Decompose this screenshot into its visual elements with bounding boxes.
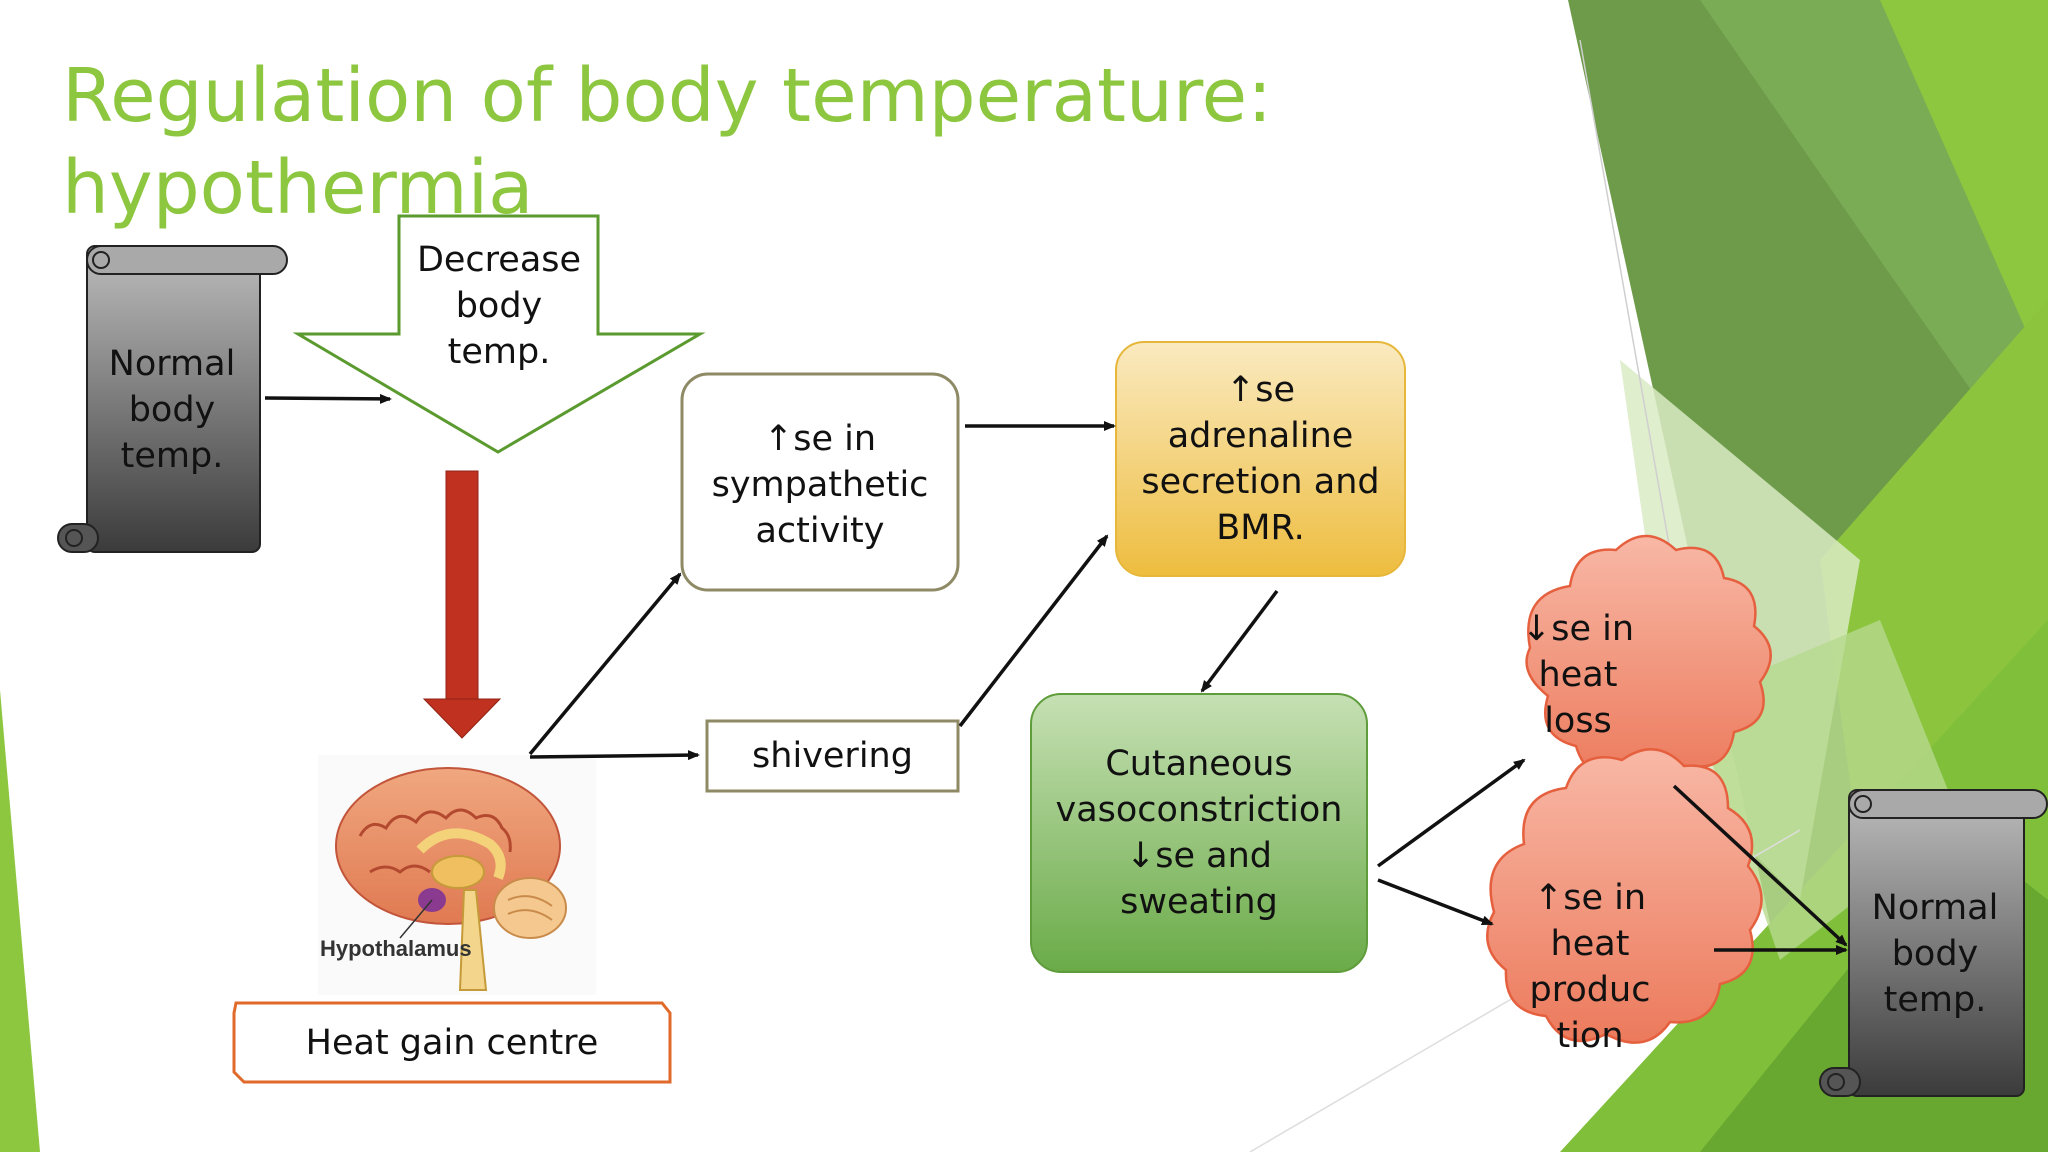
bg-facet (0, 690, 40, 1152)
adrenaline-box (1115, 341, 1406, 577)
arrow-heat-loss-to-normal (1672, 784, 1848, 947)
vasoconstriction-box (1030, 693, 1368, 973)
heat-production-label: ↑se in heat produc tion (1529, 878, 1651, 1056)
heat-loss-label: ↓se in heat loss (1521, 609, 1635, 741)
adrenaline-label: ↑se adrenaline secretion and BMR. (1141, 370, 1380, 548)
red-down-arrow (422, 470, 502, 739)
normal-temp-right-label: Normal body temp. (1871, 888, 1999, 1020)
arrow-normal-to-decrease (264, 393, 392, 404)
arrow-centre-to-sympathetic (528, 572, 682, 756)
normal-temp-left-label: Normal body temp. (108, 344, 236, 476)
cloud-heat-production (1486, 748, 1763, 1044)
heat-gain-centre-box (232, 1001, 672, 1084)
shivering-box (705, 719, 960, 793)
arrow-centre-to-shivering (529, 750, 700, 761)
brain-illustration (318, 755, 596, 995)
connector-arrows (264, 393, 1848, 955)
scroll-normal-temp-left (57, 245, 288, 553)
arrow-shivering-to-adrenaline (958, 534, 1109, 728)
arrow-vaso-to-heat-production (1377, 878, 1494, 926)
heat-gain-centre-label: Heat gain centre (305, 1022, 599, 1063)
arrow-vaso-to-heat-loss (1376, 758, 1526, 868)
title-line-1: Regulation of body temperature: (62, 53, 1273, 139)
sympathetic-box (680, 372, 960, 592)
decrease-temp-label: Decrease body temp. (416, 240, 582, 372)
scroll-normal-temp-right (1819, 789, 2048, 1097)
sympathetic-label: ↑se in sympathetic activity (711, 419, 929, 551)
bg-facet (1880, 0, 2048, 380)
cloud-heat-loss (1525, 534, 1772, 784)
decrease-temp-arrow-shape (292, 214, 706, 454)
vasoconstriction-label: Cutaneous vasoconstriction ↓se and sweat… (1055, 744, 1343, 922)
shivering-label: shivering (752, 736, 913, 776)
hypothalamus-label: Hypothalamus (320, 936, 472, 961)
arrow-adrenaline-to-vasoconstriction (1200, 589, 1279, 693)
